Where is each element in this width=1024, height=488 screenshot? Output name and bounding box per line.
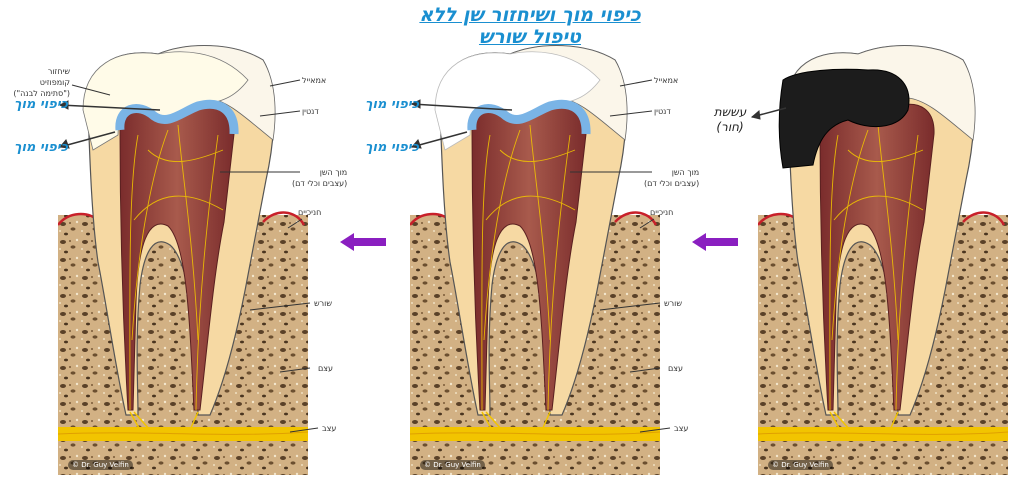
label-bone: עצם	[318, 364, 334, 373]
caries-cavity	[778, 68, 910, 169]
label-dentin: דנטין	[302, 107, 319, 116]
label-dentin-2: דנטין	[654, 107, 671, 116]
label-enamel-2: אמאייל	[654, 76, 679, 85]
label-gums: חניכיים	[298, 208, 322, 217]
label-composite-line2: קומפוזיט	[39, 78, 70, 87]
tooth-illustration-capped	[410, 44, 660, 475]
tooth-panel-caries: © Dr. Guy Velfin	[758, 40, 1008, 475]
tooth-panel-capped: © Dr. Guy Velfin	[410, 40, 660, 475]
page-title: כיפוי מוך ושיחזור שן ללא טיפול שורש	[419, 4, 641, 48]
tooth-illustration-restored	[58, 44, 308, 475]
label-composite-line3: ("סתימה לבנה")	[13, 89, 70, 98]
label-pulp-cap-2: כיפוי מוך	[14, 140, 68, 155]
watermark: © Dr. Guy Velfin	[68, 460, 133, 470]
label-pulp-line2: (עצבים וכלי דם)	[644, 179, 700, 188]
label-caries-line2: (חור)	[716, 120, 744, 134]
watermark: © Dr. Guy Velfin	[420, 460, 485, 470]
left-arrow-icon	[692, 233, 738, 251]
label-composite-line1: שיחזור	[47, 67, 70, 76]
label-pulp-2: מוך השן (עצבים וכלי דם)	[644, 167, 699, 189]
label-composite: שיחזור קומפוזיט ("סתימה לבנה")	[10, 66, 70, 99]
left-arrow-icon	[340, 233, 386, 251]
label-pulp: מוך השן (עצבים וכלי דם)	[292, 167, 347, 189]
label-gums-2: חניכיים	[650, 208, 674, 217]
label-pulp-cap-1: כיפוי מוך	[14, 97, 68, 112]
label-caries-line1: עששת	[713, 105, 747, 119]
label-enamel: אמאייל	[302, 76, 327, 85]
watermark: © Dr. Guy Velfin	[768, 460, 833, 470]
label-caries: עששת (חור)	[712, 105, 748, 135]
label-root: שורש	[314, 299, 333, 308]
label-pulp-line1: מוך השן	[319, 168, 348, 177]
label-nerve: עצב	[322, 424, 337, 433]
tooth-panel-restored: © Dr. Guy Velfin	[58, 40, 308, 475]
label-nerve-2: עצב	[674, 424, 689, 433]
label-pulp-cap-3: כיפוי מוך	[365, 97, 419, 112]
label-pulp-cap-4: כיפוי מוך	[365, 140, 419, 155]
label-pulp-line1: מוך השן	[671, 168, 700, 177]
label-bone-2: עצם	[668, 364, 684, 373]
label-pulp-line2: (עצבים וכלי דם)	[292, 179, 348, 188]
label-root-2: שורש	[664, 299, 683, 308]
tooth-illustration-caries	[758, 44, 1008, 475]
